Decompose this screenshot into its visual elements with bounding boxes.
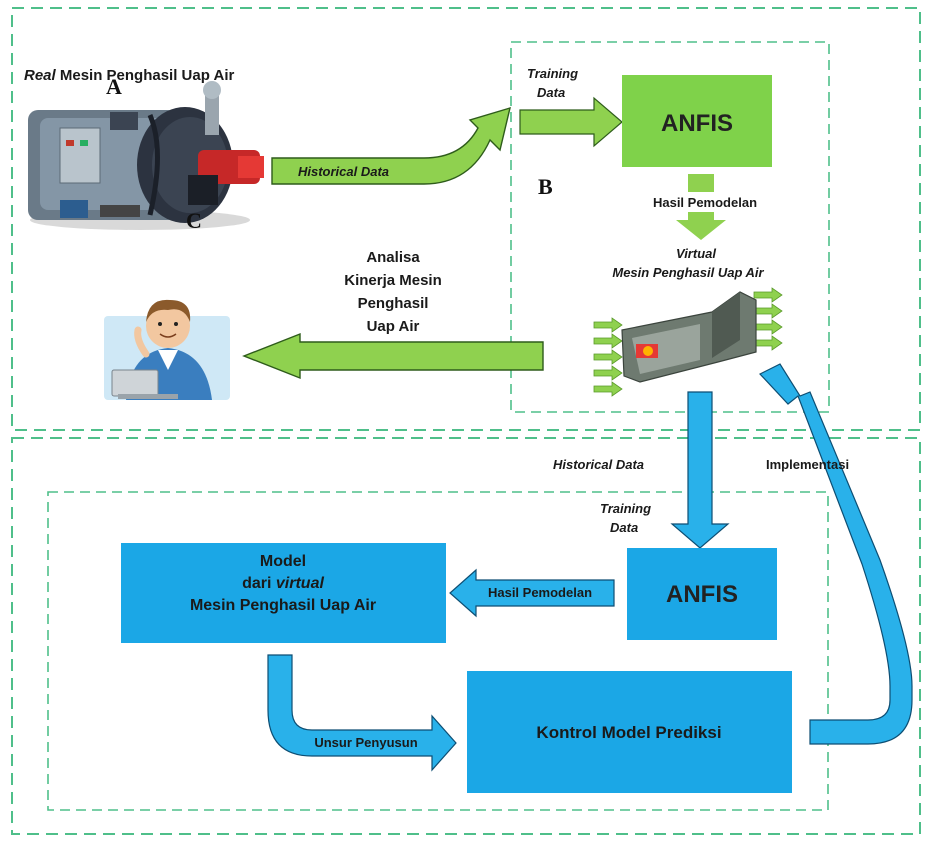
boiler-machine-illustration [28,81,264,230]
unsur-penyusun-arrow [267,654,457,772]
virtual-label-line2: Mesin Penghasil Uap Air [612,265,764,280]
anfis-box-top [622,75,772,167]
user-at-computer-illustration [104,299,230,400]
analysis-label-2: Kinerja Mesin [344,272,442,289]
kontrol-model-label: Kontrol Model Prediksi [536,723,721,742]
historical-data-arrow [271,106,511,185]
model-box [121,543,446,643]
bottom-section-border [11,437,921,835]
training-data-label-top2: Data [537,85,565,100]
model-label-line2: dari virtual [242,575,324,592]
label-b: B [538,174,553,199]
control-group-border [47,491,829,811]
virtual-boiler-illustration [593,287,783,397]
model-label-line3: Mesin Penghasil Uap Air [190,597,376,614]
model-label-line1: Model [260,553,306,570]
anfis-label-top: ANFIS [661,110,733,137]
hasil-pemodelan-label-bottom: Hasil Pemodelan [488,585,592,600]
label-a: A [106,74,122,99]
analysis-arrow [242,332,544,380]
hasil-pemodelan-label-top: Hasil Pemodelan [653,195,757,210]
historical-data-label-bottom: Historical Data [553,457,644,472]
virtual-label-line1: Virtual [676,246,716,261]
training-data-label-bottom2: Data [610,520,638,535]
historical-data-label: Historical Data [298,164,389,179]
implementasi-arrow [759,363,913,745]
hasil-pemodelan-label-bg [630,192,780,212]
anfis-label-bottom: ANFIS [666,581,738,608]
anfis-box-bottom [627,548,777,640]
unsur-penyusun-label: Unsur Penyusun [314,735,417,750]
hasil-pemodelan-arrow-bottom [449,568,615,618]
training-data-label-top: Training [527,66,578,81]
analysis-label-4: Uap Air [367,318,420,335]
analysis-label-1: Analisa [366,249,420,266]
training-data-label-bottom: Training [600,501,651,516]
training-data-arrow-top [519,96,623,148]
anfis-group-border [510,41,830,413]
label-c: C [186,208,202,233]
historical-data-blue-arrow [670,391,730,549]
boiler-title: Real Mesin Penghasil Uap Air [24,67,235,84]
implementasi-label: Implementasi [766,457,849,472]
kontrol-model-box [467,671,792,793]
analysis-label-3: Penghasil [358,295,429,312]
